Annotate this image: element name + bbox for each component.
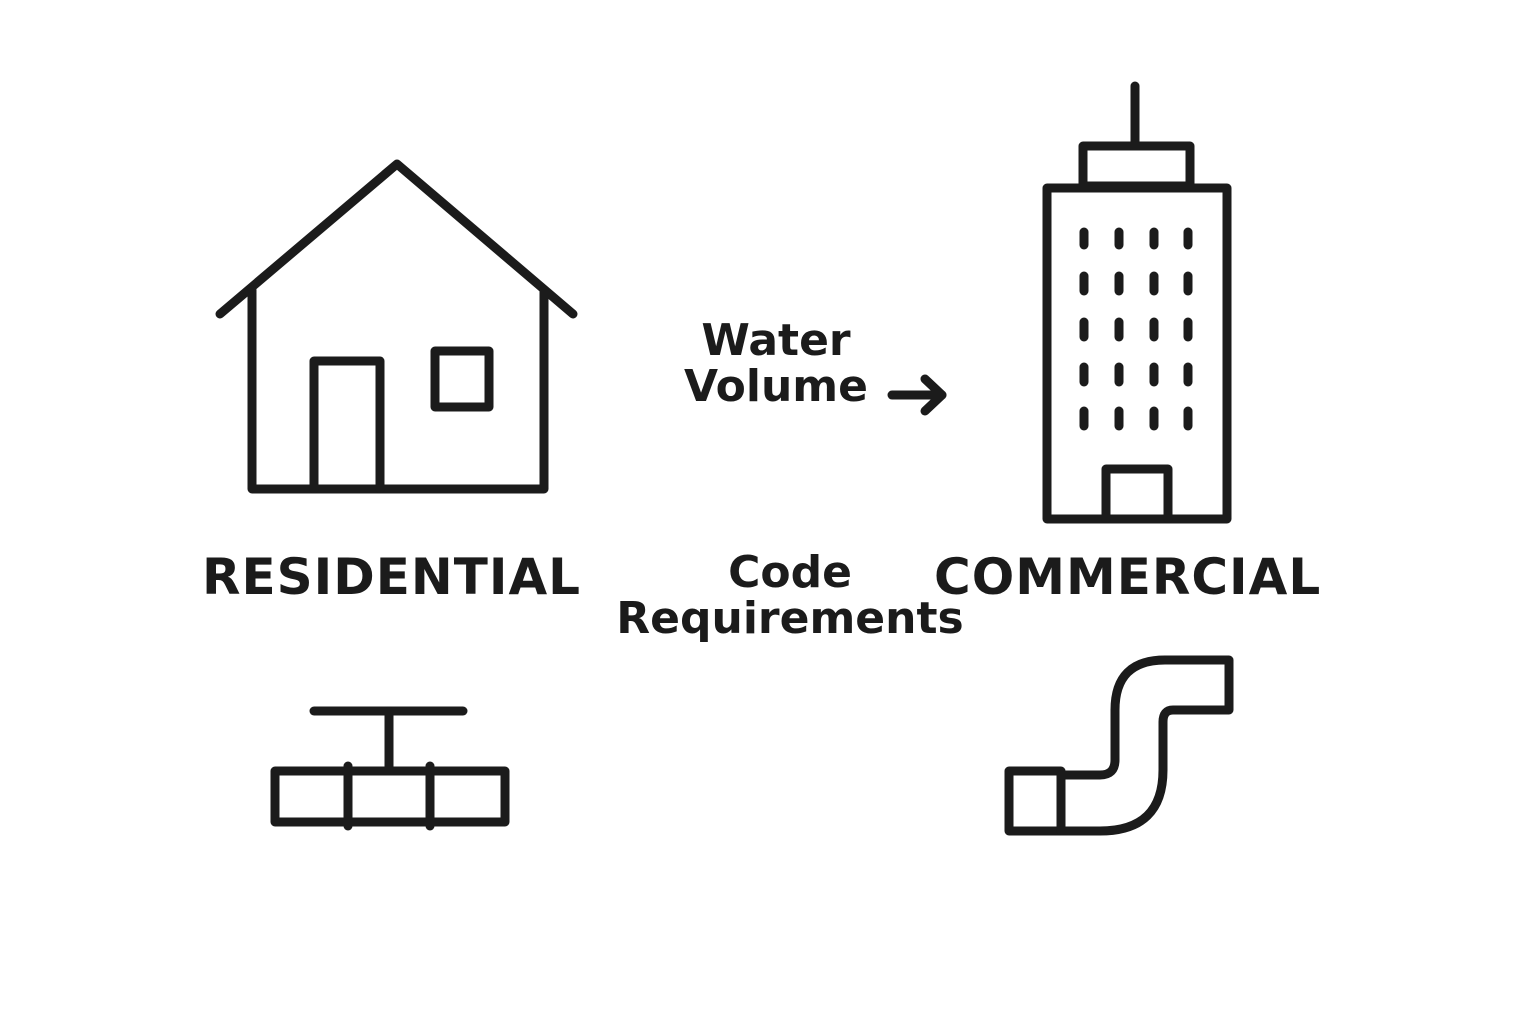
water-volume-label: Water Volume <box>660 315 892 413</box>
code-requirements-line1: Code <box>728 547 852 598</box>
residential-label: RESIDENTIAL <box>202 548 582 606</box>
water-volume-line2: Volume <box>684 361 868 413</box>
code-requirements-line2: Requirements <box>616 593 964 645</box>
office-building-icon <box>1042 81 1232 524</box>
code-requirements-label: Code Requirements <box>600 547 980 645</box>
commercial-label: COMMERCIAL <box>934 548 1322 606</box>
bent-pipe-icon <box>1004 655 1234 836</box>
water-volume-line1: Water <box>701 315 851 366</box>
straight-pipe-with-valve-icon <box>270 706 510 831</box>
house-icon <box>215 159 578 494</box>
arrow-right-icon <box>887 374 947 416</box>
